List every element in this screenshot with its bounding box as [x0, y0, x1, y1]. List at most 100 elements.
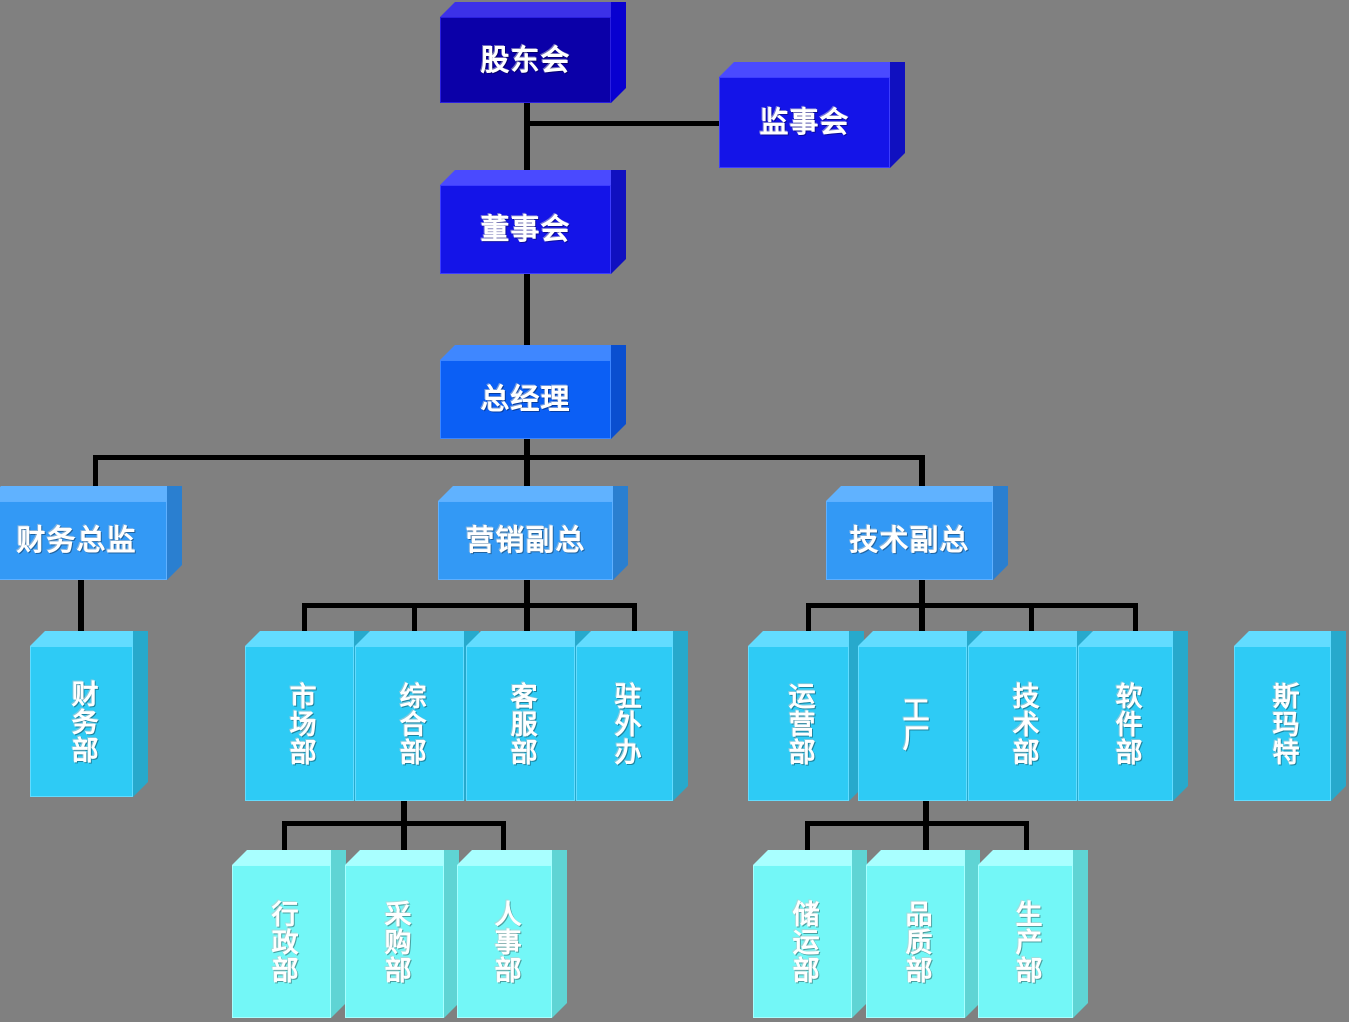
node-label: 总经理 [480, 382, 571, 417]
connector-vpsales-bus [302, 603, 637, 608]
box-front-face: 技术副总 [826, 501, 993, 580]
node-label: 驻外办 [609, 681, 641, 766]
node-label: 股东会 [480, 42, 571, 77]
node-board[interactable]: 董事会 [440, 170, 626, 274]
node-label: 客服部 [505, 681, 537, 766]
box-front-face: 运营部 [748, 646, 849, 801]
box-front-face: 软件部 [1078, 646, 1173, 801]
box-top-face [438, 486, 628, 501]
box-top-face [440, 170, 626, 185]
box-top-face [753, 850, 867, 865]
box-front-face: 生产部 [978, 865, 1073, 1018]
node-supervisors[interactable]: 监事会 [719, 62, 905, 168]
node-label: 财务部 [66, 679, 98, 764]
node-cfo[interactable]: 财务总监 [0, 486, 182, 580]
box-front-face: 综合部 [355, 646, 464, 801]
connector-vptech-bus [806, 603, 1138, 608]
node-label: 生产部 [1010, 899, 1042, 984]
node-factory[interactable]: 工厂 [858, 631, 982, 801]
node-field-office[interactable]: 驻外办 [576, 631, 688, 801]
box-front-face: 品质部 [866, 865, 965, 1018]
node-label: 监事会 [759, 105, 850, 140]
box-top-face [866, 850, 980, 865]
node-label: 人事部 [489, 899, 521, 984]
box-front-face: 技术部 [968, 646, 1077, 801]
box-top-face [748, 631, 864, 646]
connector-shareholders-down [524, 100, 530, 172]
node-storage-dept[interactable]: 储运部 [753, 850, 867, 1018]
connector-factory-down [923, 795, 929, 825]
node-smart[interactable]: 斯玛特 [1234, 631, 1346, 801]
node-finance-dept[interactable]: 财务部 [30, 631, 148, 797]
box-side-face [852, 850, 867, 1018]
box-top-face [576, 631, 688, 646]
connector-gm-down [524, 437, 530, 459]
box-front-face: 驻外办 [576, 646, 673, 801]
node-general-dept[interactable]: 综合部 [355, 631, 479, 801]
box-side-face [611, 2, 626, 103]
node-vp-sales[interactable]: 营销副总 [438, 486, 628, 580]
box-side-face [133, 631, 148, 797]
box-top-face [440, 345, 626, 360]
box-top-face [719, 62, 905, 77]
box-front-face: 财务部 [30, 646, 133, 797]
connector-factory-drop-3 [1024, 821, 1029, 852]
node-ops-dept[interactable]: 运营部 [748, 631, 864, 801]
box-front-face: 斯玛特 [1234, 646, 1331, 801]
box-front-face: 股东会 [440, 17, 611, 103]
node-label: 品质部 [900, 899, 932, 984]
box-top-face [1078, 631, 1188, 646]
node-label: 技术副总 [849, 523, 970, 558]
node-general-manager[interactable]: 总经理 [440, 345, 626, 439]
connector-general-drop-3 [501, 821, 506, 852]
connector-general-down [401, 795, 407, 825]
node-software-dept[interactable]: 软件部 [1078, 631, 1188, 801]
box-front-face: 储运部 [753, 865, 852, 1018]
node-hr-dept[interactable]: 人事部 [457, 850, 567, 1018]
box-side-face [1173, 631, 1188, 801]
box-top-face [30, 631, 148, 646]
box-side-face [611, 345, 626, 439]
box-front-face: 总经理 [440, 360, 611, 439]
box-side-face [673, 631, 688, 801]
box-side-face [993, 486, 1008, 580]
connector-general-drop-1 [282, 821, 287, 852]
connector-vptech-down [919, 578, 925, 606]
connector-vptech-drop-1 [806, 603, 811, 633]
box-top-face [355, 631, 479, 646]
box-front-face: 行政部 [232, 865, 331, 1018]
node-quality-dept[interactable]: 品质部 [866, 850, 980, 1018]
node-label: 软件部 [1110, 681, 1142, 766]
box-side-face [552, 850, 567, 1018]
box-top-face [466, 631, 590, 646]
node-vp-tech[interactable]: 技术副总 [826, 486, 1008, 580]
box-top-face [232, 850, 346, 865]
connector-factory-drop-1 [805, 821, 810, 852]
box-side-face [331, 850, 346, 1018]
connector-vptech-drop-2 [919, 603, 925, 633]
node-label: 储运部 [787, 899, 819, 984]
connector-general-drop-2 [401, 821, 407, 852]
node-label: 行政部 [266, 899, 298, 984]
box-top-face [0, 486, 182, 501]
box-side-face [890, 62, 905, 168]
connector-vpsales-drop-4 [632, 603, 637, 633]
node-label: 营销副总 [465, 523, 586, 558]
box-side-face [613, 486, 628, 580]
node-production-dept[interactable]: 生产部 [978, 850, 1088, 1018]
node-market-dept[interactable]: 市场部 [245, 631, 369, 801]
node-label: 斯玛特 [1267, 681, 1299, 766]
node-label: 综合部 [394, 681, 426, 766]
box-front-face: 人事部 [457, 865, 552, 1018]
node-service-dept[interactable]: 客服部 [466, 631, 590, 801]
box-side-face [167, 486, 182, 580]
box-top-face [440, 2, 626, 17]
connector-board-gm [524, 272, 530, 348]
node-label: 采购部 [379, 899, 411, 984]
node-tech-dept[interactable]: 技术部 [968, 631, 1092, 801]
connector-vpsales-drop-2 [412, 603, 417, 633]
node-admin-dept[interactable]: 行政部 [232, 850, 346, 1018]
node-shareholders[interactable]: 股东会 [440, 2, 626, 103]
node-purchase-dept[interactable]: 采购部 [345, 850, 459, 1018]
